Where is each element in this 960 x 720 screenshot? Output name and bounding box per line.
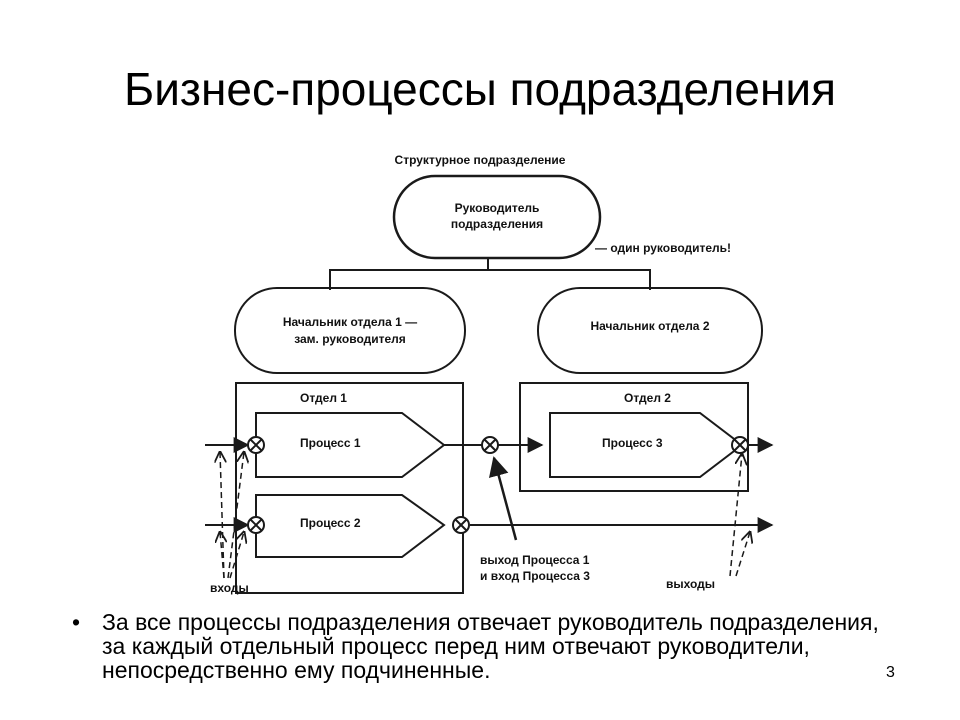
process2-label: Процесс 2 — [300, 516, 361, 530]
business-process-diagram: Структурное подразделение Руководитель п… — [205, 153, 774, 595]
process1-shape — [255, 412, 446, 478]
bullet-text: За все процессы подразделения отвечает р… — [102, 609, 879, 683]
head-node — [392, 174, 602, 260]
dept1-label: Отдел 1 — [300, 391, 347, 405]
chief1-label-line1: Начальник отдела 1 — — [283, 315, 417, 329]
process3-label: Процесс 3 — [602, 436, 663, 450]
head-note: — один руководитель! — [595, 241, 731, 255]
org-bus — [329, 269, 651, 290]
link-pointer-arrow — [489, 456, 518, 541]
chief2-label: Начальник отдела 2 — [591, 319, 710, 333]
junction-input2-icon — [247, 516, 265, 534]
chief1-label-line2: зам. руководителя — [294, 332, 406, 346]
inputs-pointer-1 — [220, 452, 224, 579]
inputs-pointer-4 — [229, 532, 244, 579]
inputs-label: входы — [210, 581, 249, 595]
slide-title: Бизнес-процессы подразделения — [124, 63, 836, 115]
inputs-pointer-3 — [220, 532, 224, 579]
outputs-pointer-1 — [729, 454, 742, 577]
unit-label: Структурное подразделение — [395, 153, 566, 167]
junction-link-icon — [481, 436, 499, 454]
junction-output2-icon — [452, 516, 470, 534]
link-label-line2: и вход Процесса 3 — [480, 569, 590, 583]
junction-output3-icon — [731, 436, 749, 454]
process3-shape — [549, 412, 744, 478]
chief2-node — [537, 287, 763, 374]
slide-number: 3 — [886, 664, 895, 681]
outputs-label: выходы — [666, 577, 715, 591]
dept2-label: Отдел 2 — [624, 391, 671, 405]
dept2-box — [519, 382, 749, 492]
dept1-box — [235, 382, 464, 594]
outputs-pointer-2 — [735, 532, 750, 577]
bullet-marker: • — [72, 609, 81, 635]
inputs-pointer-2 — [227, 452, 244, 579]
process1-label: Процесс 1 — [300, 436, 361, 450]
head-label-line1: Руководитель — [455, 201, 540, 215]
link-label-line1: выход Процесса 1 — [480, 553, 590, 567]
chief1-node — [234, 287, 466, 374]
head-label-line2: подразделения — [451, 217, 543, 231]
junction-input1-icon — [247, 436, 265, 454]
process2-shape — [255, 494, 446, 558]
